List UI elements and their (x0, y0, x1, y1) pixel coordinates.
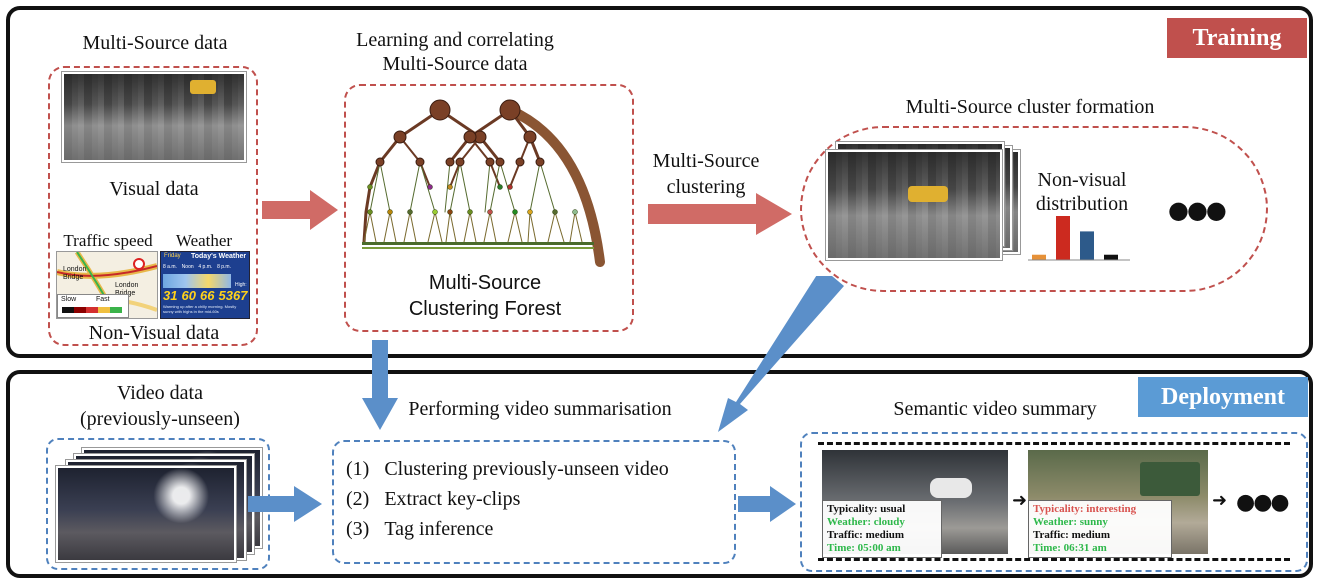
learning-title: Learning and correlating Multi-Source da… (356, 29, 554, 75)
clip-2-vehicle (1140, 462, 1200, 496)
clip-2-weather: Weather: sunny (1033, 516, 1108, 528)
weather-label: Weather (175, 231, 233, 250)
clip-2-time: Time: 06:31 am (1033, 542, 1107, 554)
training-badge: Training (1167, 18, 1307, 58)
step-3-text: Tag inference (384, 518, 494, 540)
temp-0: 31 (163, 288, 178, 303)
weather-card: Friday Today's Weather 8 a.m. Noon 4 p.m… (160, 251, 250, 319)
map-place-1: London Bridge (63, 266, 87, 281)
visual-data-image (62, 72, 246, 162)
temp-3: 53 (218, 288, 233, 303)
clip-1-tags: Typicality: usual Weather: cloudy Traffi… (822, 500, 942, 558)
legend-slow: Slow (61, 296, 77, 303)
time-3: 8 p.m. (217, 264, 231, 270)
arrow-video-to-summarisation (248, 486, 322, 522)
dist-bar-2 (1080, 231, 1094, 260)
summary-title: Semantic video summary (893, 398, 1097, 420)
clip-arrow-1: ➜ (1012, 490, 1028, 511)
filmstrip-bottom (818, 558, 1290, 561)
arrow-to-forest (262, 190, 338, 230)
deployment-badge: Deployment (1138, 377, 1308, 417)
step-1-num: (1) (346, 458, 370, 480)
legend-fast: Fast (96, 296, 110, 303)
distribution-chart (1028, 216, 1130, 261)
clustering-arrow-label: Multi-Source clustering (652, 150, 760, 198)
clustering-forest-graphic (362, 99, 605, 267)
step-2-text: Extract key-clips (384, 488, 521, 510)
clip-1-time: Time: 05:00 am (827, 542, 901, 554)
clip-arrow-2: ➜ (1212, 490, 1228, 511)
map-roads (57, 252, 157, 318)
arrow-summarisation-to-summary (738, 486, 796, 522)
arrow-to-clusters (648, 193, 792, 235)
weather-header: Today's Weather (191, 253, 247, 260)
cluster-ellipsis: ●●● (1168, 196, 1227, 224)
speed-legend: Slow Fast (57, 294, 129, 318)
weather-times: 8 a.m. Noon 4 p.m. 8 p.m. (163, 264, 231, 272)
clip-1-weather: Weather: cloudy (827, 516, 905, 528)
summary-box (800, 432, 1308, 572)
non-visual-label: Non-Visual data (88, 322, 220, 344)
step-1: (1) Clustering previously-unseen video (346, 458, 669, 481)
clip-2-typicality: Typicality: interesting (1033, 503, 1137, 515)
weather-day: Friday (164, 253, 181, 259)
step-3: (3) Tag inference (346, 518, 493, 541)
filmstrip-top (818, 442, 1290, 445)
time-2: 4 p.m. (198, 264, 213, 270)
video-frame-1 (56, 466, 236, 562)
weather-icons-row (163, 274, 231, 288)
clip-2-tags: Typicality: interesting Weather: sunny T… (1028, 500, 1172, 558)
step-3-num: (3) (346, 518, 370, 540)
dist-bar-0 (1032, 254, 1046, 260)
forest-box (344, 84, 634, 332)
forest-label: Multi-Source Clustering Forest (408, 272, 562, 320)
weather-temps: 31 60 66 53 (163, 288, 233, 303)
visual-data-label: Visual data (109, 178, 199, 200)
traffic-map: London Bridge London Bridge Slow Fast (56, 251, 158, 319)
clip-1-typicality: Typicality: usual (827, 503, 906, 515)
step-2-num: (2) (346, 488, 370, 510)
step-1-text: Clustering previously-unseen video (384, 458, 669, 480)
cluster-title: Multi-Source cluster formation (905, 96, 1155, 118)
clip-2-traffic: Traffic: medium (1033, 529, 1111, 541)
dist-bar-3 (1104, 254, 1118, 260)
map-place-2: London Bridge (115, 282, 139, 297)
cluster-taxi-mark (908, 186, 948, 202)
cluster-image-1 (826, 150, 1002, 260)
multi-source-data-box (48, 66, 258, 346)
arrow-forest-to-summarisation (362, 340, 398, 430)
traffic-speed-label: Traffic speed (63, 231, 153, 250)
weather-footer: Warming up after a chilly morning. Mostl… (163, 304, 237, 314)
dist-bar-1 (1056, 216, 1070, 260)
legend-colors (62, 307, 122, 313)
weather-high: 67 (233, 288, 248, 303)
arrow-clusters-to-summarisation (718, 276, 844, 432)
time-0: 8 a.m. (163, 264, 177, 270)
summarisation-box (332, 440, 736, 564)
cluster-box (800, 126, 1268, 292)
temp-2: 66 (200, 288, 215, 303)
time-1: Noon (181, 264, 194, 270)
non-visual-distribution-label: Non-visual distribution (1035, 169, 1129, 215)
temp-1: 60 (181, 288, 196, 303)
clip-1-car (930, 478, 972, 498)
clip-1-traffic: Traffic: medium (827, 529, 905, 541)
summary-ellipsis: ●●● (1236, 490, 1290, 515)
weather-high-label: High: (235, 282, 247, 288)
taxi-mark (190, 80, 216, 94)
performing-title: Performing video summarisation (408, 398, 672, 420)
multi-source-title: Multi-Source data (82, 32, 228, 54)
video-data-title: Video data (previously-unseen) (80, 382, 240, 430)
step-2: (2) Extract key-clips (346, 488, 520, 511)
